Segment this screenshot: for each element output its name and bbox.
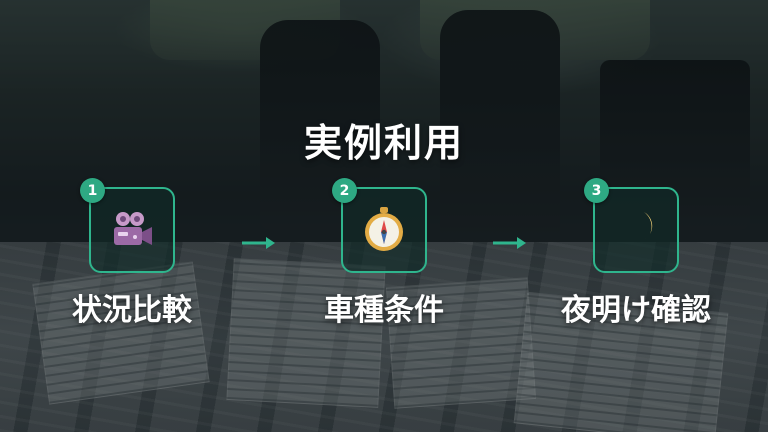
arrow-right-icon (493, 237, 526, 249)
page-title: 実例利用 (303, 121, 464, 165)
step-label: 車種条件 (324, 293, 444, 328)
step-3: 3 夜明け確認 (546, 178, 726, 329)
step-2: 2 車種条件 (294, 178, 474, 329)
step-number-badge: 3 (584, 178, 609, 203)
step-icon-box: 1 (80, 178, 175, 273)
step-icon-box: 3 (584, 178, 679, 273)
step-1: 1 状況比較 (42, 178, 222, 329)
crescent-moon-icon (620, 212, 653, 245)
step-number-badge: 1 (80, 178, 105, 203)
step-number-badge: 2 (332, 178, 357, 203)
step-label: 状況比較 (72, 293, 192, 328)
step-icon-box: 2 (332, 178, 427, 273)
step-label: 夜明け確認 (561, 293, 711, 328)
movie-camera-icon (114, 212, 152, 245)
car-seat-right (440, 10, 560, 250)
compass-icon (365, 207, 403, 251)
arrow-right-icon (242, 237, 275, 249)
papers-on-table (0, 242, 768, 432)
